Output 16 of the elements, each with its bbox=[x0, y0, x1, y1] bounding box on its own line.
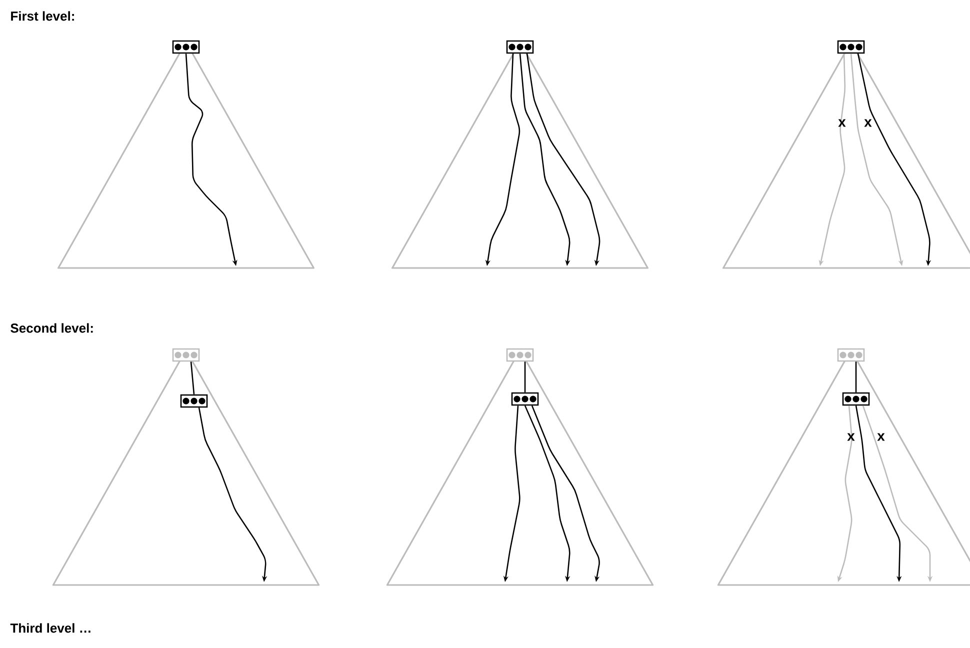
state-box bbox=[837, 348, 865, 362]
level-heading: Third level … bbox=[10, 623, 90, 633]
state-box bbox=[506, 40, 534, 54]
level-heading: Second level: bbox=[10, 323, 93, 333]
state-box bbox=[511, 392, 539, 406]
state-box bbox=[837, 40, 865, 54]
state-box bbox=[180, 394, 208, 408]
cross-mark: x bbox=[877, 433, 885, 441]
state-box bbox=[172, 40, 200, 54]
state-box bbox=[842, 392, 870, 406]
state-box bbox=[506, 348, 534, 362]
state-box bbox=[172, 348, 200, 362]
cross-mark: x bbox=[838, 119, 846, 127]
cross-mark: x bbox=[847, 433, 855, 441]
level-heading: First level: bbox=[11, 11, 74, 21]
cross-mark: x bbox=[864, 119, 872, 127]
